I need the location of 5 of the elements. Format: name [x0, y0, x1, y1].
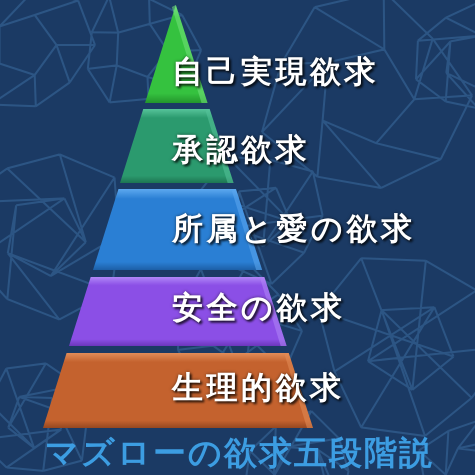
- tier-label: 安全の欲求: [172, 290, 346, 326]
- tier-label: 自己実現欲求: [172, 54, 379, 90]
- tier-label: 承認欲求: [172, 132, 310, 168]
- caption: マズローの欲求五段階説: [45, 434, 434, 472]
- tier-label: 所属と愛の欲求: [172, 211, 416, 247]
